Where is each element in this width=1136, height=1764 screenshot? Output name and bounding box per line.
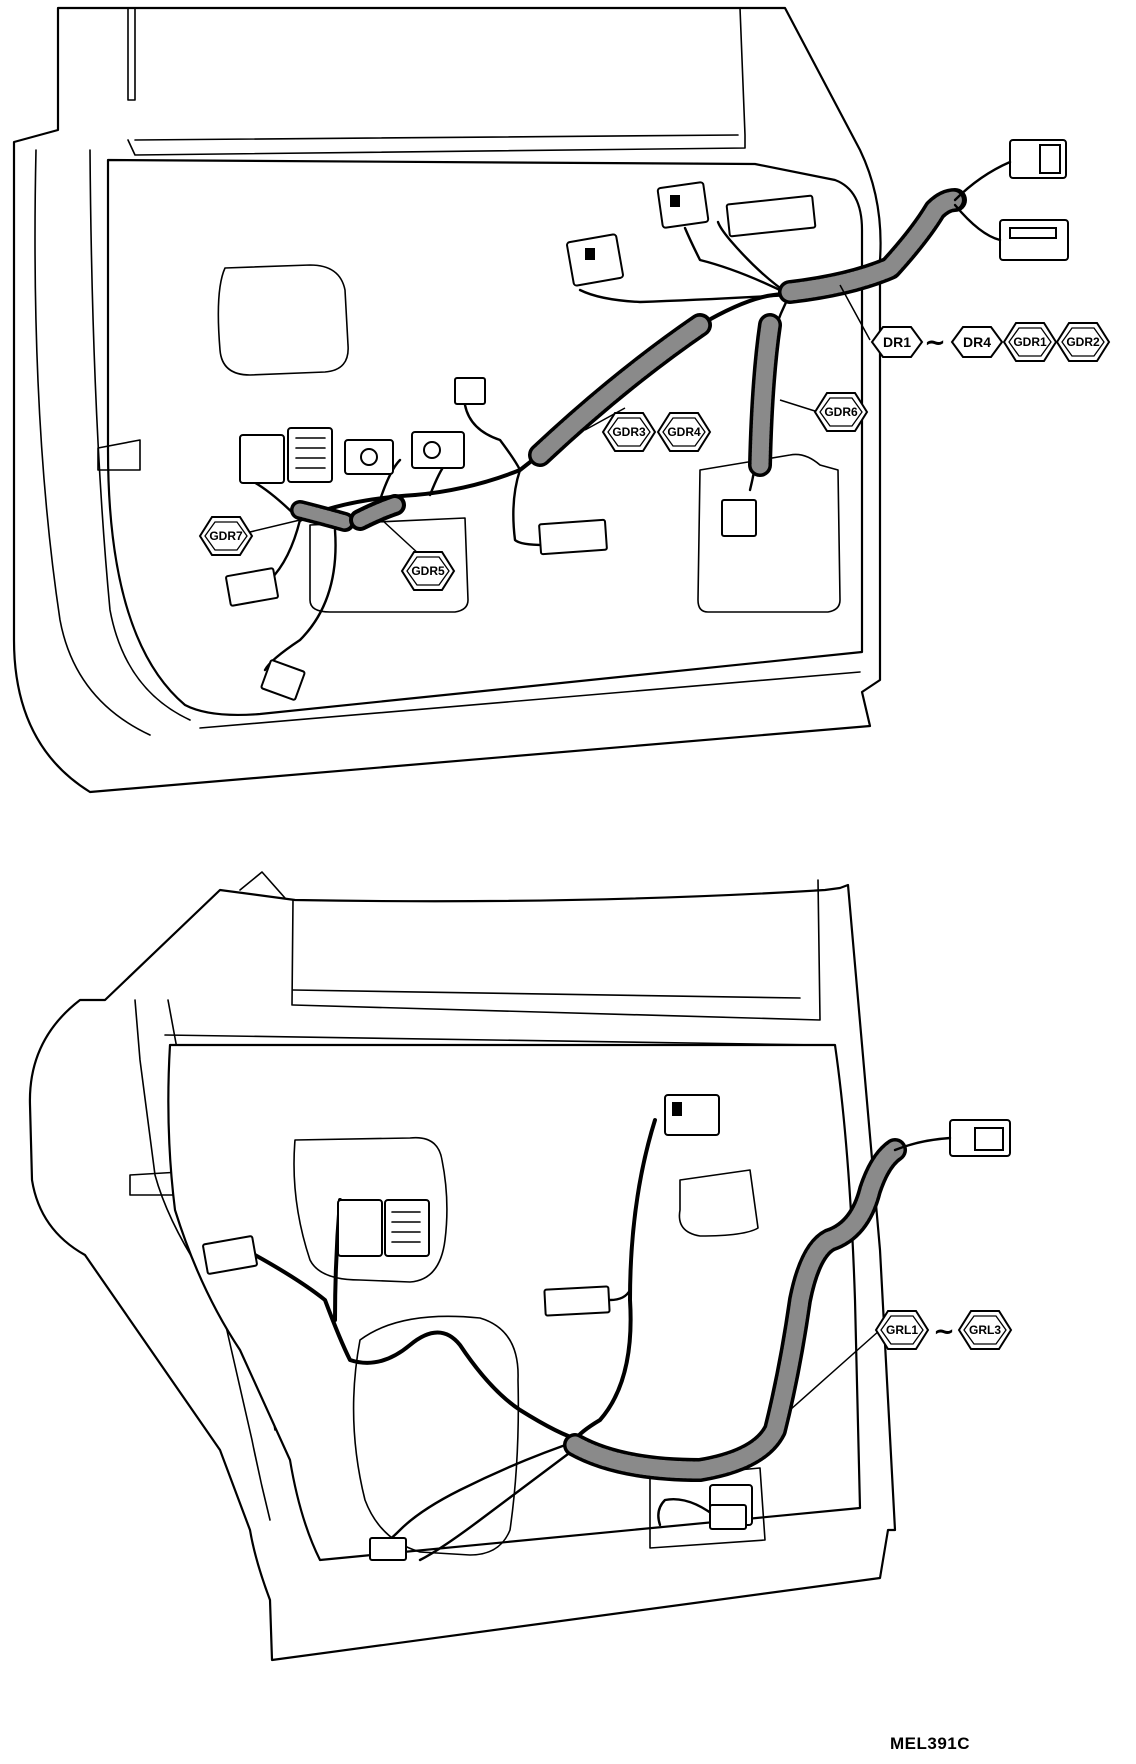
svg-text:GDR7: GDR7 [209,529,243,543]
svg-text:DR1: DR1 [883,334,911,350]
rear-harness-wire-left [253,1253,582,1442]
rear-connector-middle [543,1285,611,1317]
leader-grl1 [789,1329,881,1411]
leader-gdr5 [381,519,421,556]
svg-text:DR4: DR4 [963,334,991,350]
front-connector-top-left [566,233,624,287]
front-sleeve-gdr7-fill [293,503,352,529]
leader-gdr6 [779,399,819,413]
front-wire-to-conn-c [716,220,792,297]
rear-wire-bottom-conn [657,1498,722,1527]
front-connector-mid-2 [411,431,465,469]
front-window-frame [127,7,136,101]
label-grl3: GRL3 [957,1310,1013,1350]
label-gdr7: GDR7 [198,516,254,556]
front-door-inner-edge-2 [89,149,191,721]
svg-text:GDR4: GDR4 [667,425,701,439]
front-connector-top-center-flat [725,194,817,238]
rear-window-frame-left [239,871,286,899]
svg-text:GDR5: GDR5 [411,564,445,578]
svg-text:GRL1: GRL1 [886,1323,918,1337]
front-door-view: DR1 ~ DR4 GDR1 GDR2 GDR3 GDR4 [12,6,1111,794]
label-dr4: DR4 [950,326,1004,358]
label-gdr1: GDR1 [1002,322,1058,362]
rear-harness-wire-loop-2 [418,1443,582,1562]
rear-service-hole-right [678,1169,759,1237]
rear-connector-bottom-left [369,1537,407,1561]
svg-text:GDR6: GDR6 [824,405,858,419]
front-sleeve-gdr6-fill [751,316,779,474]
front-connector-top-right-1 [953,139,1067,202]
svg-text:GDR2: GDR2 [1066,335,1100,349]
leader-gdr7 [249,519,301,533]
rear-wire-to-small-conn [608,1288,632,1302]
front-sleeve-main-right-fill [781,191,964,301]
front-window-sill-2 [134,134,739,141]
label-gdr3: GDR3 [601,412,657,452]
front-connector-lower-left [225,567,279,607]
rear-window-sill-2 [164,1034,821,1046]
front-door-inner-edge [34,149,151,736]
front-service-hole-right [697,453,841,613]
front-connector-top-center [656,181,710,229]
front-window-sill [127,7,746,156]
front-wire-to-conn-b [683,226,792,297]
svg-text:GDR3: GDR3 [612,425,646,439]
front-connector-bottom-left [260,659,306,701]
label-gdr2: GDR2 [1055,322,1111,362]
figure-id: MEL391C [890,1734,971,1753]
rear-connector-top-center [664,1094,720,1136]
label-grl1: GRL1 [874,1310,930,1350]
front-wire-mid-drop [512,468,547,547]
rear-window-sill [292,879,821,1021]
front-connector-top-right-2 [953,203,1069,261]
range-tilde-dr: ~ [924,328,946,358]
rear-connector-upper-left-cluster [337,1199,430,1257]
front-sleeve-gdr3-fill [531,316,709,464]
rear-sleeve-grl-fill [566,1141,904,1479]
front-connector-mid-1 [344,439,394,475]
label-dr1: DR1 [870,326,924,358]
label-gdr4: GDR4 [656,412,712,452]
front-inner-panel [106,158,864,717]
front-connector-gdr6-end [721,499,757,537]
front-bottom-sill [199,671,861,729]
svg-text:GDR1: GDR1 [1013,335,1047,349]
rear-door-view: GRL1 ~ GRL3 [28,871,1013,1662]
rear-service-hole-lower [352,1315,520,1556]
front-service-hole-left [217,264,349,376]
rear-inner-panel [167,1043,862,1562]
front-connector-lower-mid [538,518,608,556]
rear-service-hole-upper [293,1136,448,1283]
leader-dr1 [839,284,871,341]
svg-text:GRL3: GRL3 [969,1323,1001,1337]
rear-connector-left [202,1235,258,1275]
rear-connector-bottom-right [709,1484,753,1530]
label-gdr6: GDR6 [813,392,869,432]
rear-harness-wire-vertical [573,1118,657,1442]
front-wire-top-left [463,403,522,472]
front-wire-to-conn-a [578,288,792,304]
rear-connector-top-right [893,1119,1011,1157]
range-tilde-grl: ~ [933,1317,955,1347]
rear-window-frame-top [291,899,294,1006]
front-latch-tab [97,439,141,471]
front-connector-mid-small [454,377,486,405]
front-sleeve-gdr5-fill [353,498,402,527]
front-connector-cluster-left [239,427,333,484]
leader-gdr3 [584,407,626,431]
label-gdr5: GDR5 [400,551,456,591]
front-service-hole-lower [309,517,469,613]
